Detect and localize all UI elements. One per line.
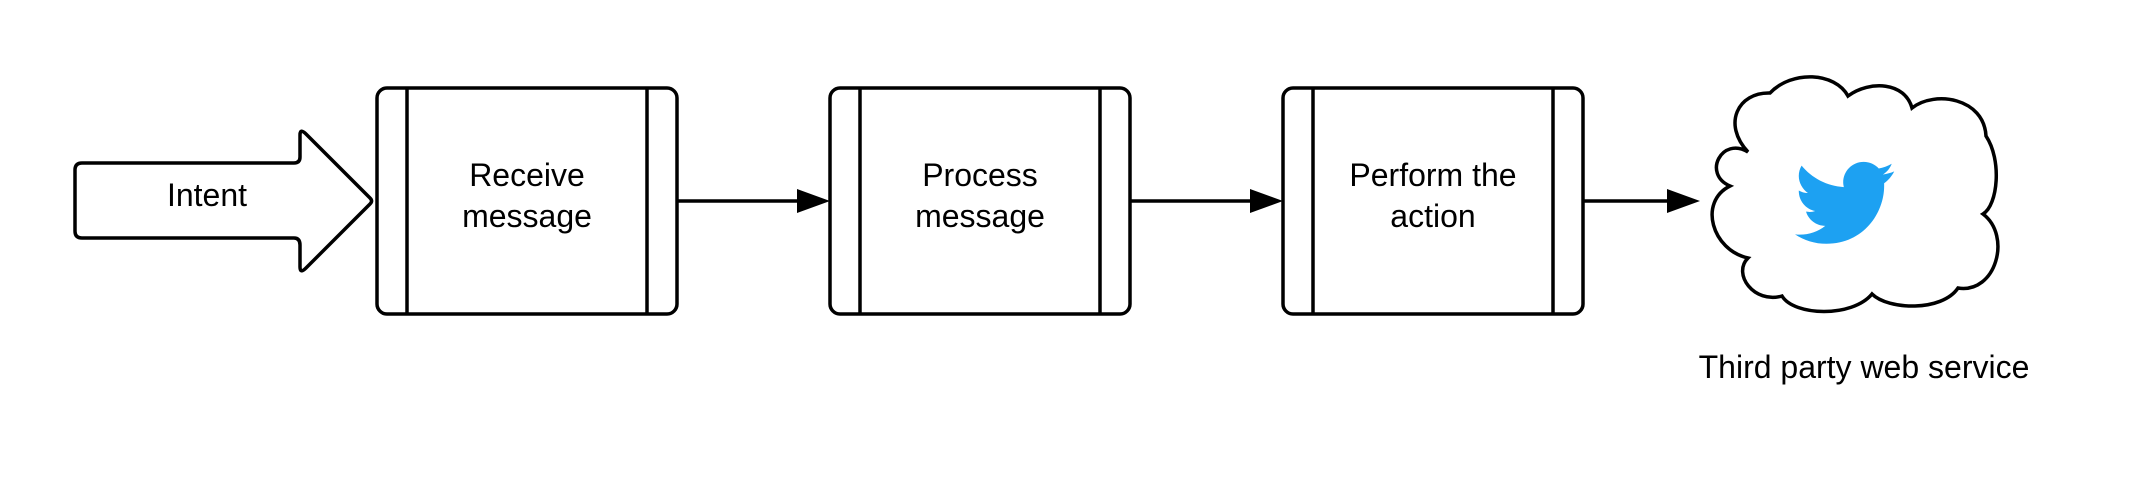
connector-1 xyxy=(677,189,830,213)
step-label-line2: action xyxy=(1390,198,1475,234)
step-process-message: Process message xyxy=(828,86,1132,316)
connector-arrowhead xyxy=(1667,189,1700,213)
twitter-bird-icon xyxy=(1795,161,1895,244)
step-perform-action: Perform the action xyxy=(1281,86,1585,316)
connector-2 xyxy=(1130,189,1283,213)
step-label-line1: Process xyxy=(922,157,1038,193)
step-label-line2: message xyxy=(915,198,1045,234)
service-label: Third party web service xyxy=(1699,349,2030,385)
step-label-line1: Receive xyxy=(469,157,585,193)
intent-node: Intent xyxy=(73,129,374,273)
connector-3 xyxy=(1583,189,1700,213)
service-node: Third party web service xyxy=(1699,75,2030,385)
step-label-line1: Perform the xyxy=(1349,157,1516,193)
connector-arrowhead xyxy=(1250,189,1283,213)
connector-arrowhead xyxy=(797,189,830,213)
intent-label: Intent xyxy=(167,177,247,213)
step-label-line2: message xyxy=(462,198,592,234)
intent-arrow-shape xyxy=(73,129,374,273)
step-receive-message: Receive message xyxy=(375,86,679,316)
